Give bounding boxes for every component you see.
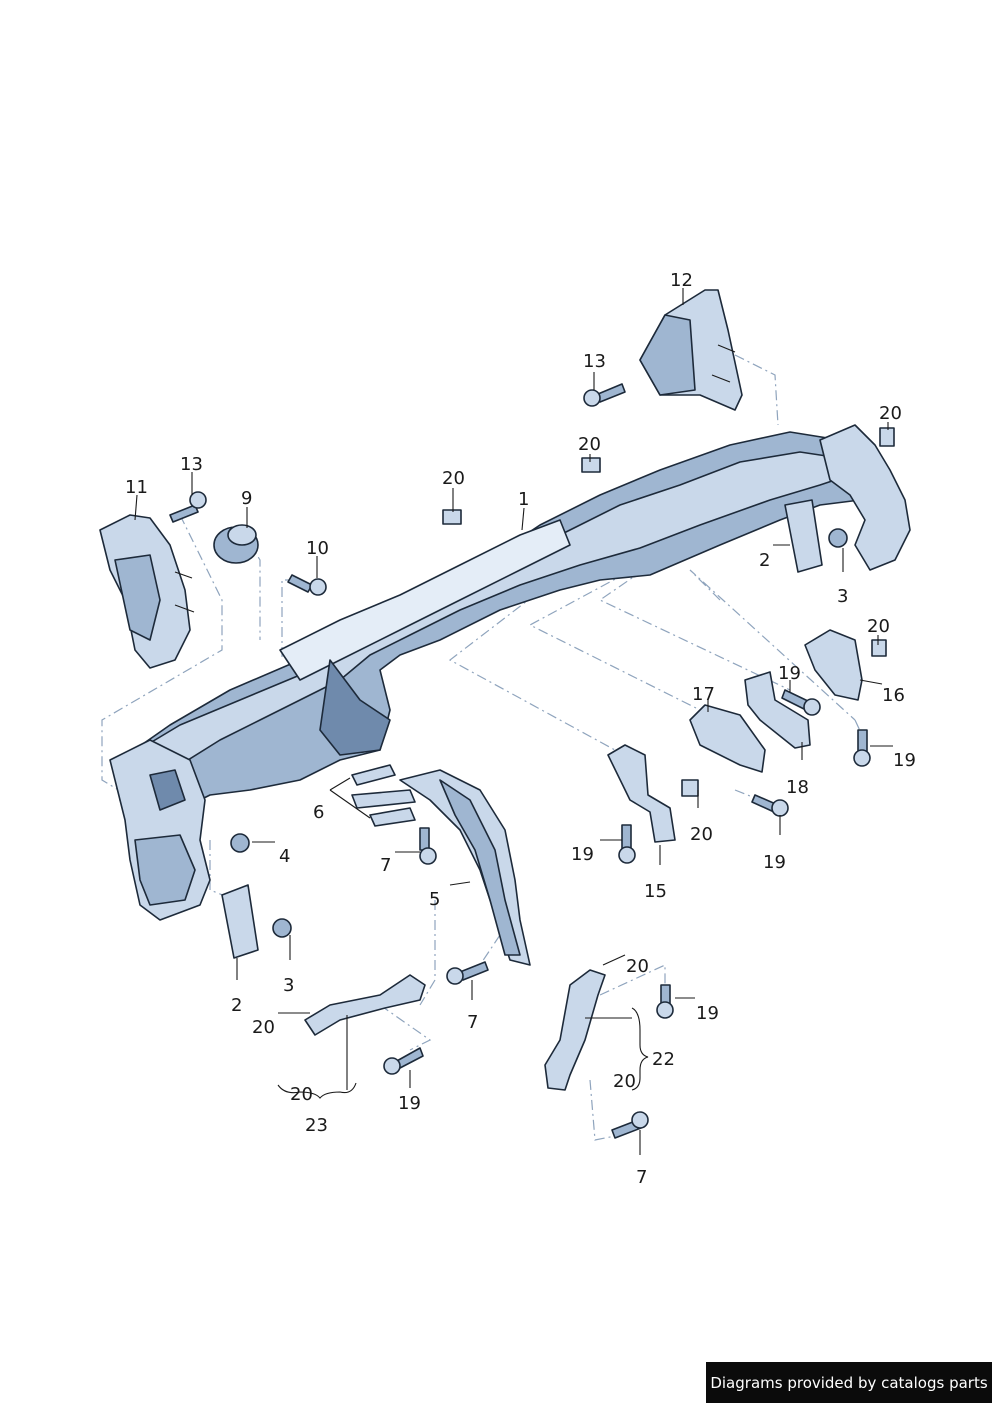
bracket-part-17 bbox=[689, 704, 766, 773]
callout-9: 9 bbox=[241, 488, 252, 509]
bracket-part-11 bbox=[99, 514, 195, 669]
callout-4: 4 bbox=[279, 846, 290, 867]
callout-11: 11 bbox=[125, 477, 148, 498]
callout-3-right: 3 bbox=[837, 586, 848, 607]
callout-3-left: 3 bbox=[283, 975, 294, 996]
callout-16: 16 bbox=[882, 685, 905, 706]
callout-13-top: 13 bbox=[583, 351, 606, 372]
callout-19-e: 19 bbox=[398, 1093, 421, 1114]
callout-20-i: 20 bbox=[613, 1071, 636, 1092]
leader-lines bbox=[134, 288, 893, 1155]
bolts bbox=[169, 383, 871, 1139]
credit-banner: Diagrams provided by catalogs parts bbox=[706, 1362, 992, 1403]
bracket-part-15 bbox=[607, 744, 676, 843]
bush-part-9 bbox=[213, 524, 259, 564]
clip-nuts-part-20 bbox=[442, 427, 895, 797]
callout-17: 17 bbox=[692, 684, 715, 705]
nut-part-3-left bbox=[272, 918, 292, 938]
callout-10: 10 bbox=[306, 538, 329, 559]
callout-6: 6 bbox=[313, 802, 324, 823]
callout-2-left: 2 bbox=[231, 995, 242, 1016]
callout-7-b: 7 bbox=[467, 1012, 478, 1033]
bracket-part-18 bbox=[744, 671, 811, 749]
callout-19-b: 19 bbox=[893, 750, 916, 771]
callout-20-c: 20 bbox=[879, 403, 902, 424]
callout-20-g: 20 bbox=[290, 1084, 313, 1105]
callout-20-d: 20 bbox=[867, 616, 890, 637]
callout-18: 18 bbox=[786, 777, 809, 798]
callout-labels: 1 12 13 13 11 9 10 20 20 20 2 3 20 16 19… bbox=[125, 270, 916, 1188]
bracket-part-22 bbox=[544, 969, 606, 1091]
callout-20-h: 20 bbox=[626, 956, 649, 977]
credit-text: Diagrams provided by catalogs parts bbox=[710, 1373, 988, 1392]
callout-2-right: 2 bbox=[759, 550, 770, 571]
callout-20-e: 20 bbox=[690, 824, 713, 845]
callout-7-a: 7 bbox=[380, 855, 391, 876]
callout-19-d: 19 bbox=[571, 844, 594, 865]
nut-part-3-right bbox=[828, 528, 848, 548]
callout-7-c: 7 bbox=[636, 1167, 647, 1188]
callout-20-b: 20 bbox=[578, 434, 601, 455]
plate-part-2-left bbox=[221, 884, 259, 959]
bracket-part-12 bbox=[639, 289, 743, 411]
callout-13-left: 13 bbox=[180, 454, 203, 475]
callout-20-f: 20 bbox=[252, 1017, 275, 1038]
callout-22: 22 bbox=[652, 1049, 675, 1070]
support-part-5 bbox=[399, 769, 531, 966]
callout-5: 5 bbox=[429, 889, 440, 910]
bracket-part-23 bbox=[304, 974, 426, 1036]
callout-23: 23 bbox=[305, 1115, 328, 1136]
nut-part-4 bbox=[230, 833, 250, 853]
bracket-part-16 bbox=[804, 629, 863, 701]
callout-19-c: 19 bbox=[763, 852, 786, 873]
callout-20-a: 20 bbox=[442, 468, 465, 489]
clips-part-6 bbox=[351, 764, 416, 827]
plate-part-2-right bbox=[784, 499, 823, 573]
callout-15: 15 bbox=[644, 881, 667, 902]
callout-12: 12 bbox=[670, 270, 693, 291]
callout-1: 1 bbox=[518, 489, 529, 510]
callout-19-a: 19 bbox=[778, 663, 801, 684]
cross-beam-part-1 bbox=[109, 424, 911, 921]
callout-19-f: 19 bbox=[696, 1003, 719, 1024]
